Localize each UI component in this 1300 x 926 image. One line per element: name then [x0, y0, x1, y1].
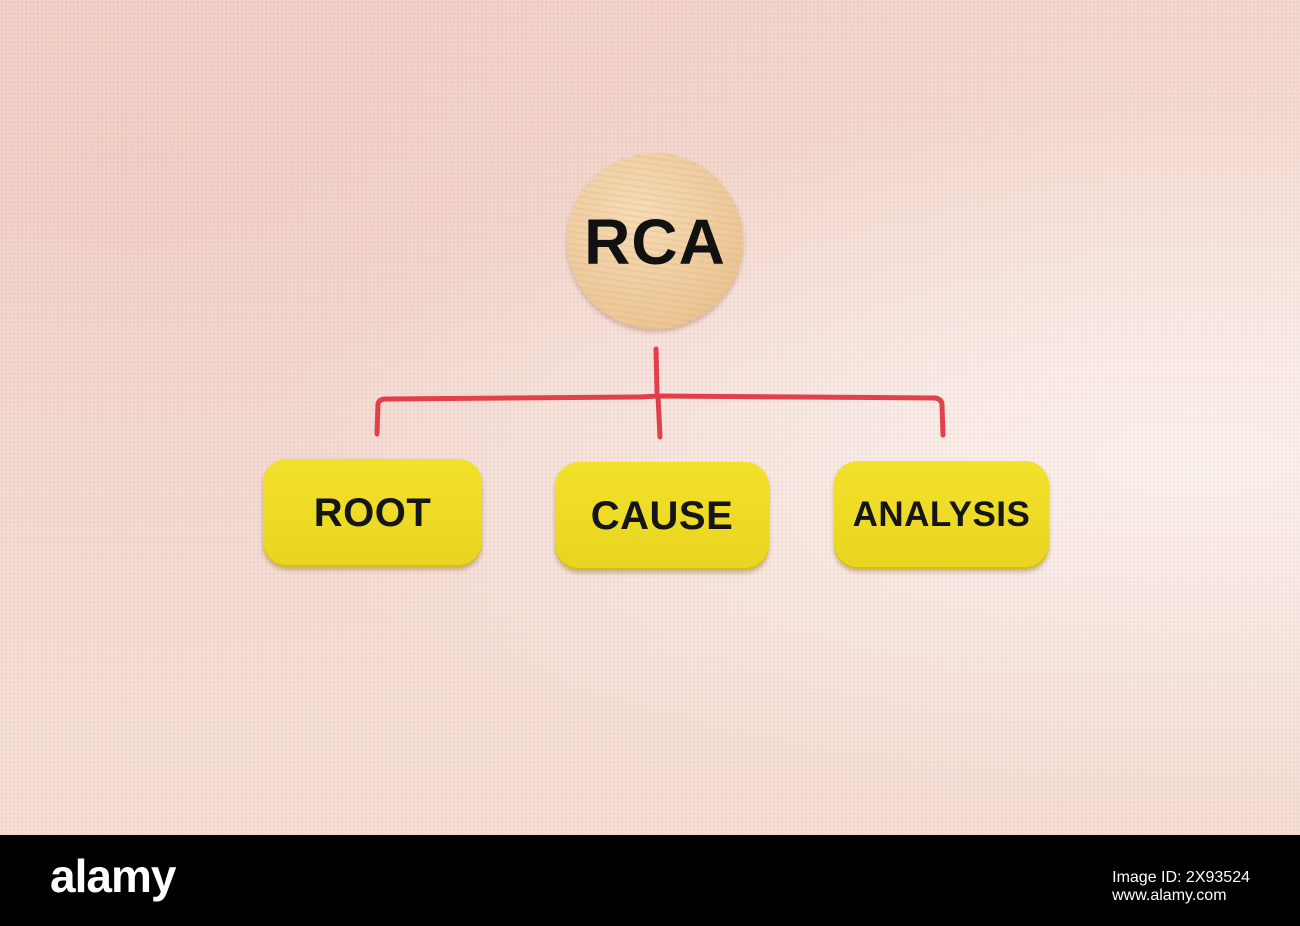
photo-background: RCA ROOT CAUSE ANALYSIS	[0, 0, 1300, 835]
connector-center-drop	[655, 393, 663, 440]
image-id-block: Image ID: 2X93524 www.alamy.com	[1112, 869, 1250, 905]
rca-wooden-circle: RCA	[567, 153, 743, 329]
image-id-text: Image ID: 2X93524	[1112, 869, 1250, 886]
paper-texture	[0, 0, 1300, 835]
root-label: ROOT	[313, 490, 432, 535]
analysis-card: ANALYSIS	[834, 461, 1049, 569]
root-card: ROOT	[263, 459, 482, 567]
alamy-logo: alamy	[50, 850, 176, 902]
connector-branch	[374, 393, 946, 438]
analysis-label: ANALYSIS	[852, 495, 1031, 534]
connector-stem	[653, 346, 660, 395]
cause-label: CAUSE	[590, 493, 734, 538]
site-url-text: www.alamy.com	[1112, 887, 1227, 904]
rca-label: RCA	[584, 206, 726, 278]
cause-card: CAUSE	[555, 462, 769, 570]
stock-footer-bar: alamy Image ID: 2X93524 www.alamy.com	[0, 835, 1300, 926]
hierarchy-connector	[374, 346, 946, 440]
